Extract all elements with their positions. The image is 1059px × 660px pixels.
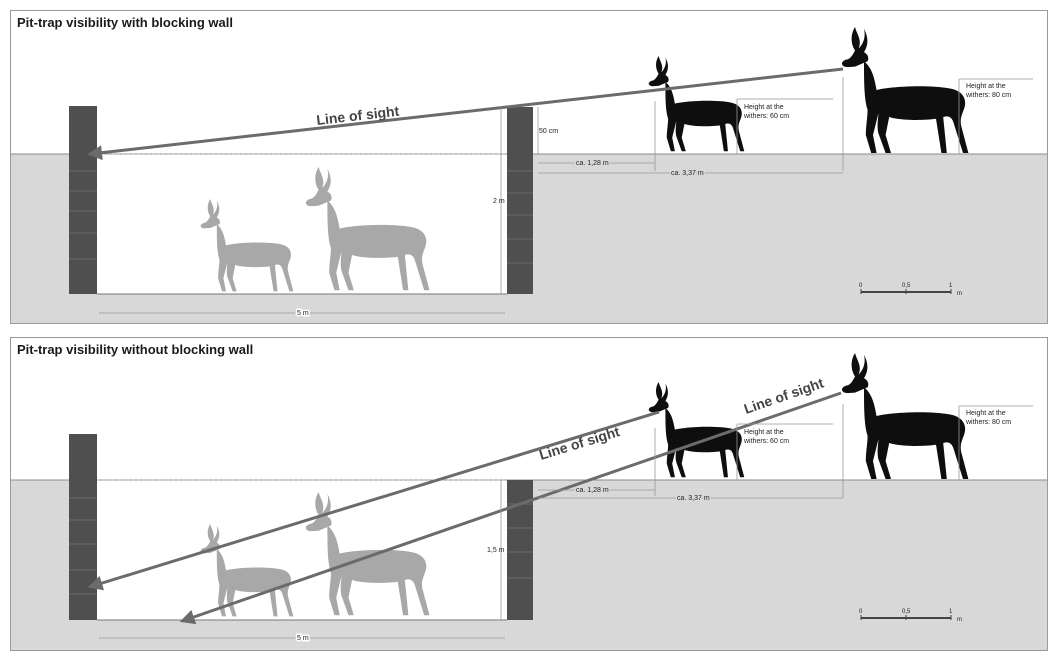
withers-60-label-1: Height at the xyxy=(744,429,784,436)
depth-label: 1,5 m xyxy=(487,547,505,554)
withers-80-label-1: Height at the xyxy=(966,410,1006,417)
withers-80-label-2: withers: 80 cm xyxy=(965,419,1011,426)
scale-half: 0,5 xyxy=(902,283,911,289)
panel-with-wall: Line of sight 50 cm 2 m 5 m ca. 1,28 m c… xyxy=(10,10,1048,324)
scale-bar-icon xyxy=(860,289,952,294)
scale-unit: m xyxy=(957,291,962,297)
withers-80-label-2: withers: 80 cm xyxy=(965,92,1011,99)
wall-icon xyxy=(69,106,97,294)
wall-height-label: 50 cm xyxy=(539,128,558,135)
withers-60-label-1: Height at the xyxy=(744,104,784,111)
width-label: 5 m xyxy=(297,635,309,642)
sight-line-large xyxy=(179,391,842,625)
scale-0: 0 xyxy=(859,283,863,289)
scale-1: 1 xyxy=(949,283,953,289)
scale-0: 0 xyxy=(859,609,863,615)
sight-label-large: Line of sight xyxy=(742,375,826,417)
panel-title: Pit-trap visibility with blocking wall xyxy=(17,15,233,30)
dist-far-label: ca. 3,37 m xyxy=(671,170,704,177)
pit xyxy=(97,480,507,620)
width-label: 5 m xyxy=(297,310,309,317)
dist-near-label: ca. 1,28 m xyxy=(576,487,609,494)
blocking-wall-icon xyxy=(507,107,533,294)
scale-1: 1 xyxy=(949,609,953,615)
dist-far-label: ca. 3,37 m xyxy=(677,495,710,502)
panel-title: Pit-trap visibility without blocking wal… xyxy=(17,342,254,357)
scale-half: 0,5 xyxy=(902,609,911,615)
scale-unit: m xyxy=(957,617,962,623)
sight-line-small xyxy=(87,410,660,591)
withers-80-label-1: Height at the xyxy=(966,83,1006,90)
sight-line xyxy=(87,67,844,161)
diagram-with-wall: Line of sight 50 cm 2 m 5 m ca. 1,28 m c… xyxy=(11,27,1047,323)
wall-icon xyxy=(69,434,97,620)
panel-without-wall: Line of sight Line of sight 1,5 m 5 m ca… xyxy=(10,337,1048,651)
sight-label-small: Line of sight xyxy=(537,423,622,463)
diagram-without-wall: Line of sight Line of sight 1,5 m 5 m ca… xyxy=(11,353,1047,650)
antelope-silhouette-icon xyxy=(648,353,969,479)
withers-60-label-2: withers: 60 cm xyxy=(743,438,789,445)
pit xyxy=(97,154,507,294)
dist-near-label: ca. 1,28 m xyxy=(576,160,609,167)
depth-label: 2 m xyxy=(493,198,505,205)
antelope-silhouette-icon xyxy=(648,27,969,153)
scale-bar-icon xyxy=(860,615,952,620)
withers-60-label-2: withers: 60 cm xyxy=(743,113,789,120)
